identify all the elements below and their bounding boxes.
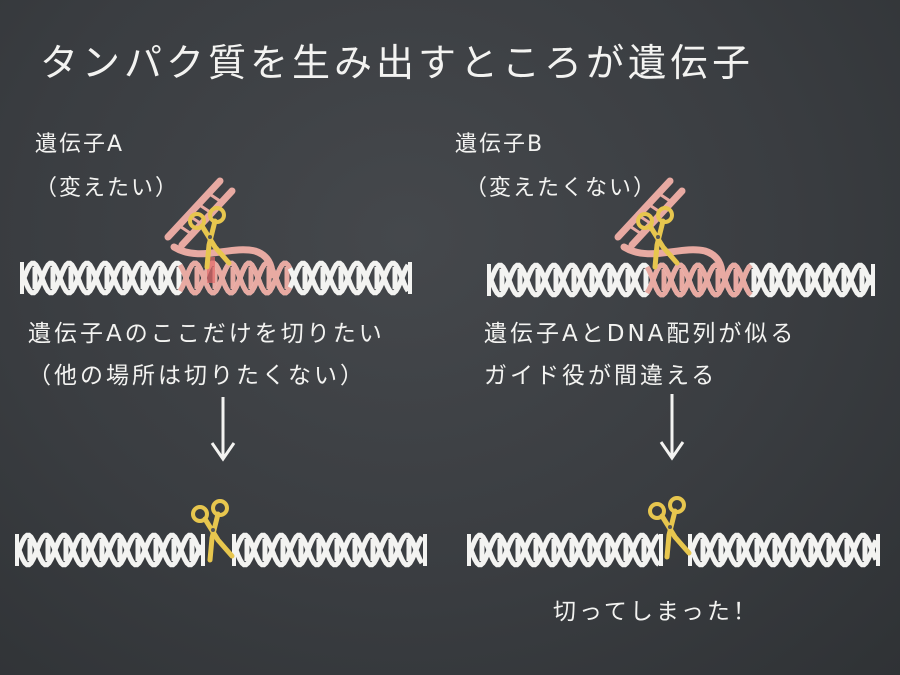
slide-title: タンパク質を生み出すところが遺伝子 [40, 41, 755, 85]
dna-strand [233, 532, 425, 568]
dna-strand [689, 532, 879, 568]
gene-a-label: 遺伝子A [35, 132, 125, 157]
dna-helix-icon [688, 532, 880, 568]
dna-strand-highlight [644, 262, 753, 298]
scissors-icon [648, 496, 692, 560]
dna-strand [689, 532, 879, 568]
dna-strand [16, 532, 204, 568]
dna-strand [468, 532, 661, 568]
dna-strand-highlight [177, 260, 293, 296]
gene-b-note: （変えたくない） [465, 176, 658, 201]
result-text: 切ってしまった！ [553, 599, 759, 625]
dna-helix-icon [467, 532, 663, 568]
guide-rna-icon [164, 177, 276, 283]
dna-strand-highlight [644, 262, 753, 298]
scissors-icon [188, 206, 232, 270]
dna-strand [468, 532, 661, 568]
arrow-down-icon [210, 397, 236, 462]
gene-a-note: （変えたい） [35, 176, 180, 201]
scissors-icon [191, 499, 235, 563]
dna-helix-icon [232, 532, 427, 568]
gene-b-desc-1: 遺伝子AとDNA配列が似る [484, 321, 797, 347]
dna-helix-icon [15, 532, 205, 568]
dna-helix-icon [20, 260, 412, 296]
gene-b-desc-2: ガイド役が間違える [484, 363, 718, 389]
dna-strand [233, 532, 425, 568]
gene-a-desc-2: （他の場所は切りたくない） [28, 363, 366, 389]
arrow-down-icon [659, 394, 685, 461]
scissors-icon [636, 206, 680, 270]
gene-a-desc-1: 遺伝子Aのここだけを切りたい [28, 321, 385, 347]
gene-b-label: 遺伝子B [455, 132, 545, 157]
dna-helix-icon [487, 262, 875, 298]
